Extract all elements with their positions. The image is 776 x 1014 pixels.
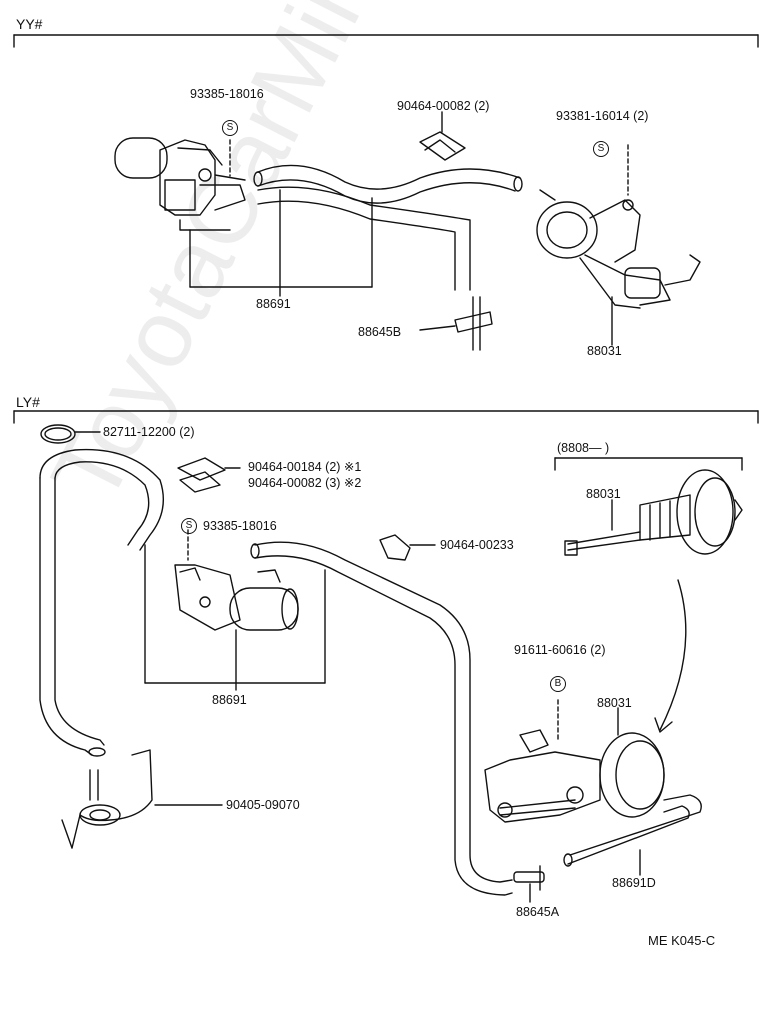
section-title-bottom: LY#	[16, 394, 40, 410]
marker-s-top-right: S	[593, 141, 609, 157]
part-label-93385-18016-bottom: 93385-18016	[203, 519, 277, 533]
arrow-curve	[654, 579, 687, 733]
clip-90464-00233	[379, 534, 436, 561]
vsv-solenoid-bottom	[174, 529, 299, 631]
part-label-91611-60616: 91611-60616 (2)	[514, 643, 606, 657]
part-label-93385-18016-top: 93385-18016	[190, 87, 264, 101]
bracket-88691-bottom	[144, 544, 326, 691]
vsv-solenoid-top	[114, 137, 246, 231]
part-label-88691d: 88691D	[612, 876, 656, 890]
part-label-90464-00082-bottom: 90464-00082 (3) ※2	[248, 476, 362, 490]
diagram-code: ME K045-C	[648, 933, 716, 948]
bracket-8808	[554, 457, 743, 471]
marker-b: B	[550, 676, 566, 692]
section-frame-bottom	[13, 410, 759, 424]
actuator-88031-bottom-a	[564, 469, 743, 556]
fitting-90405	[61, 749, 223, 849]
part-label-88031-bottom-b: 88031	[597, 696, 632, 710]
hose-left-bottom	[39, 448, 164, 801]
hose-88691d	[563, 794, 702, 876]
section-title-top: YY#	[16, 16, 43, 32]
part-label-8808-range: (8808— )	[557, 441, 610, 455]
part-label-82711-12200: 82711-12200 (2)	[103, 425, 195, 439]
part-label-88691-top: 88691	[256, 297, 291, 311]
bracket-88691-top	[189, 189, 373, 297]
part-label-88031-top: 88031	[587, 344, 622, 358]
part-label-88031-bottom-a: 88031	[586, 487, 621, 501]
part-label-90464-00233: 90464-00233	[440, 538, 514, 552]
part-label-90464-00082: 90464-00082 (2)	[397, 99, 490, 113]
marker-s-bottom: S	[181, 518, 197, 534]
hose-88691-top	[253, 164, 523, 291]
marker-s-top-left: S	[222, 120, 238, 136]
part-label-88691-bottom: 88691	[212, 693, 247, 707]
section-frame-top	[13, 34, 759, 48]
tee-88645b	[419, 296, 493, 351]
part-label-93381-16014: 93381-16014 (2)	[556, 109, 649, 123]
hose-middle-bottom	[250, 541, 513, 896]
connector-88645a	[513, 865, 545, 903]
clips-90464-bottom	[177, 457, 241, 493]
clamp-82711	[40, 424, 101, 444]
clip-90464-00082-top	[419, 111, 466, 161]
part-label-90464-00184: 90464-00184 (2) ※1	[248, 460, 362, 474]
actuator-88031-top	[536, 144, 701, 346]
part-label-90405-09070: 90405-09070	[226, 798, 300, 812]
part-label-88645a: 88645A	[516, 905, 560, 919]
part-label-88645b: 88645B	[358, 325, 402, 339]
actuator-88031-bottom-b	[484, 707, 665, 823]
